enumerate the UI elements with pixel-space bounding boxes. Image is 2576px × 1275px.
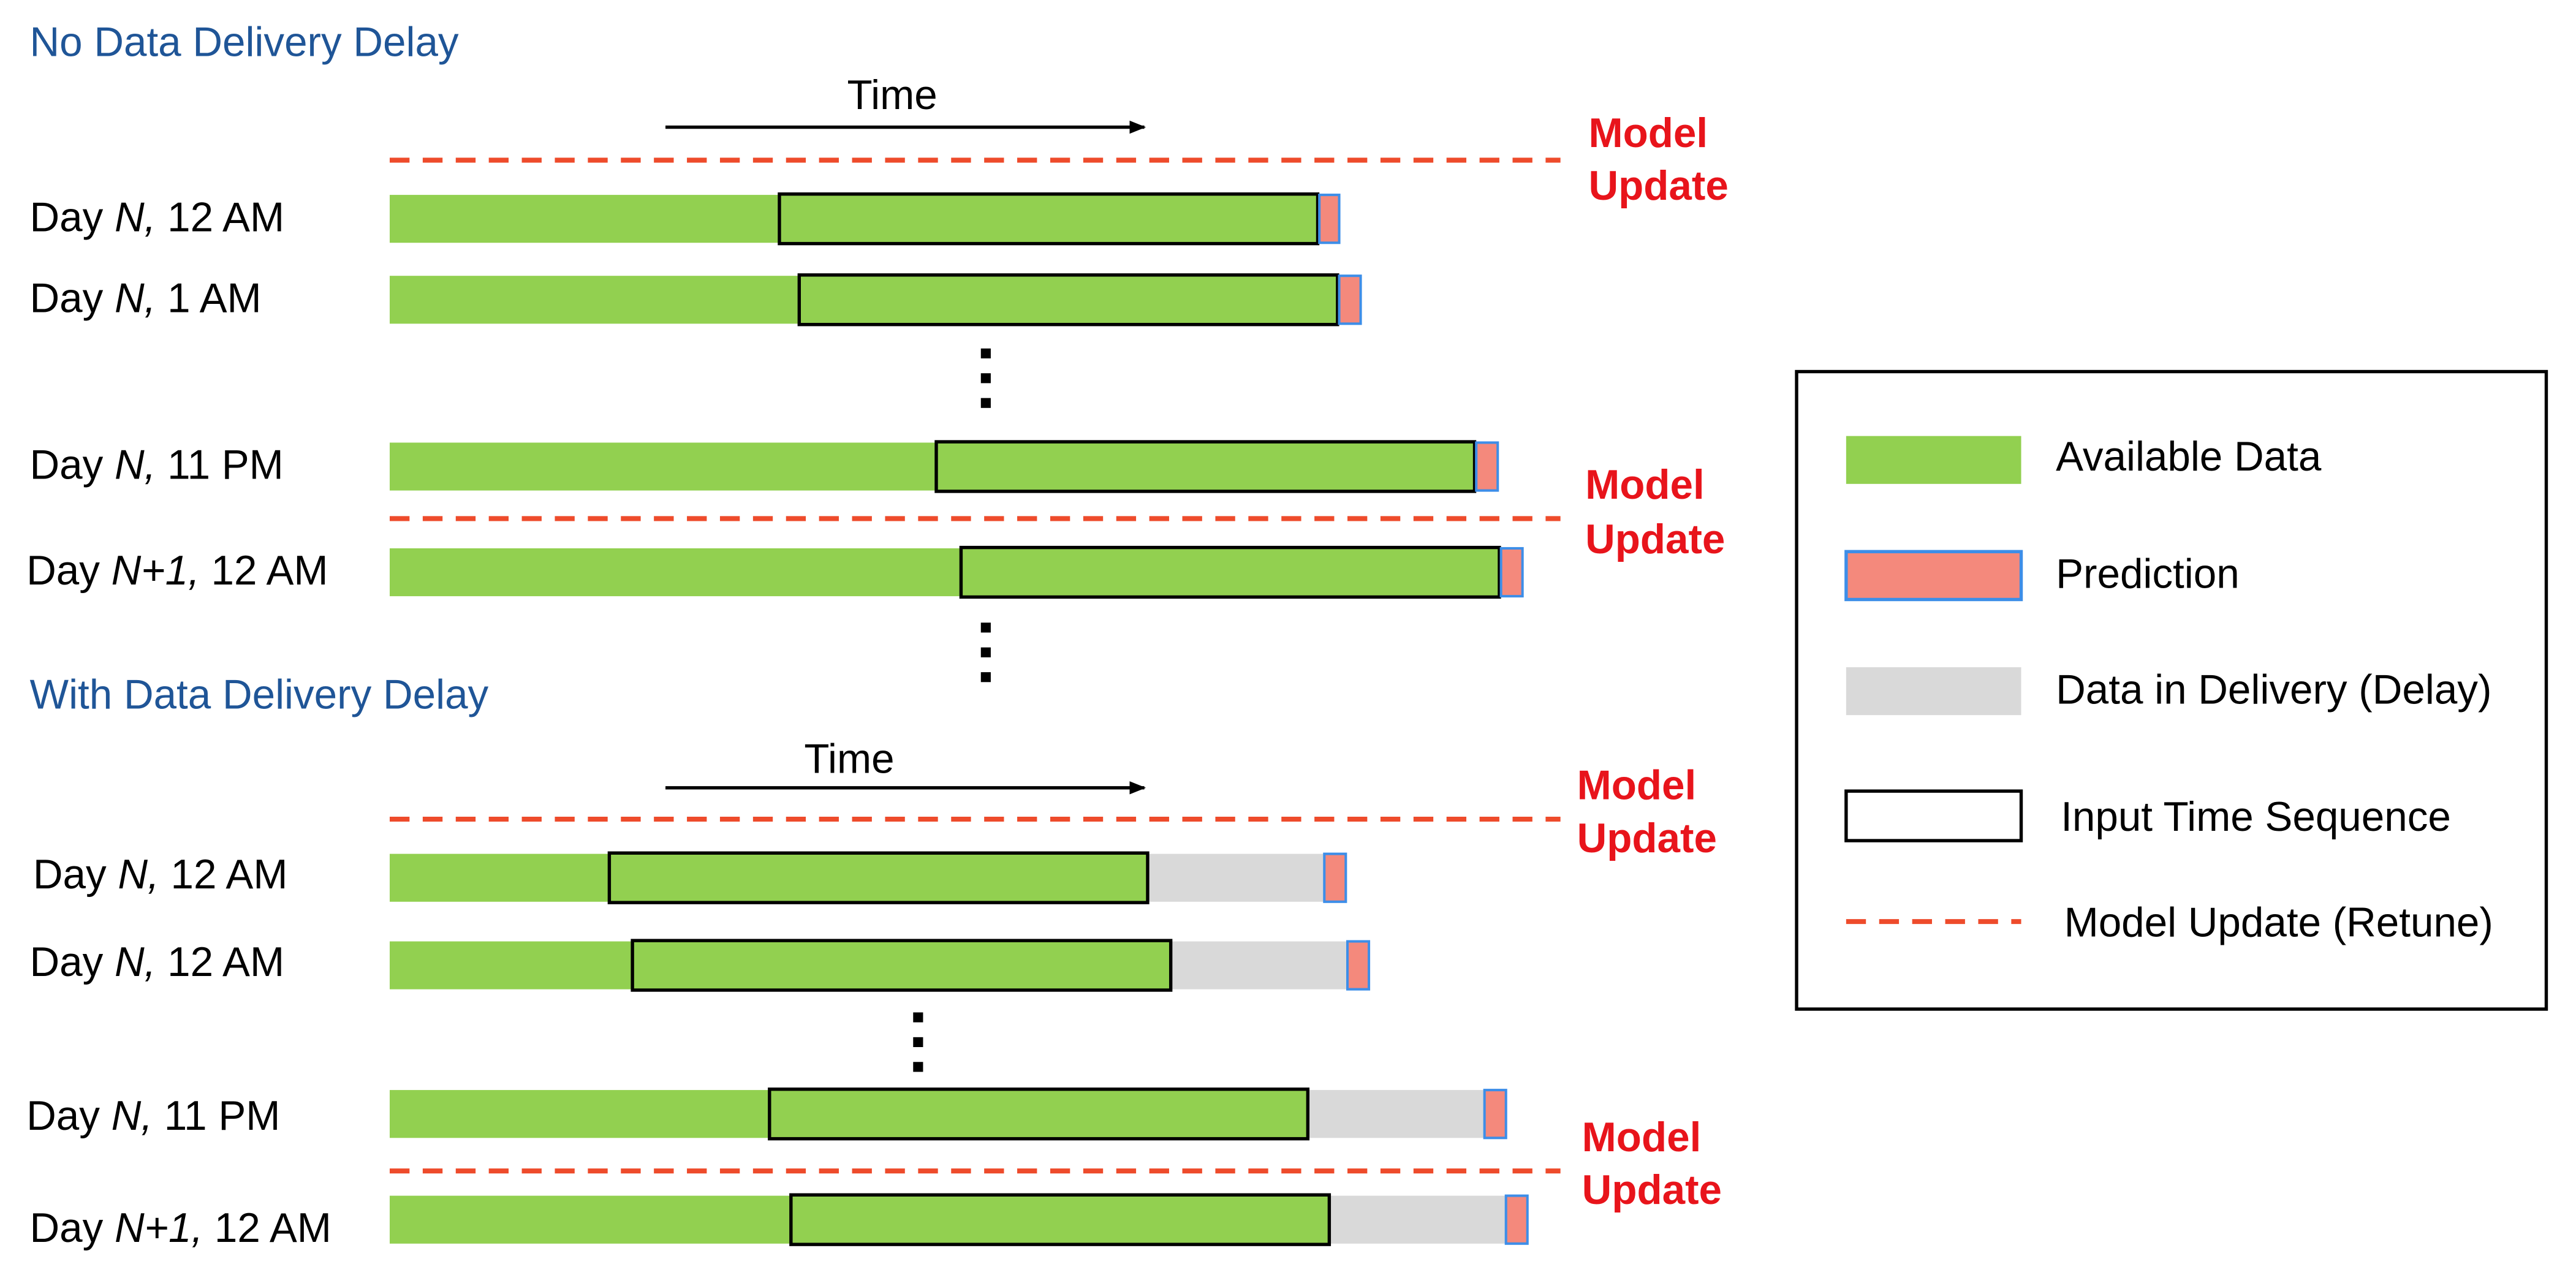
time-label: Time (804, 736, 894, 782)
available-data-bar (389, 1090, 1308, 1138)
timeline-row: Day N, 1 AM (30, 273, 1362, 327)
model-update-label: Model (1585, 462, 1705, 508)
ellipsis-dots (980, 348, 991, 408)
available-data-bar (389, 548, 1501, 597)
available-data-bar (389, 442, 1477, 491)
timeline-row: Day N, 11 PM (30, 440, 1499, 493)
model-update-label: Update (1582, 1167, 1722, 1213)
legend-swatch-available (1846, 436, 2021, 484)
timeline-row: Day N, 12 AM (30, 939, 1371, 992)
prediction-box (1504, 1194, 1529, 1245)
legend-label: Prediction (2056, 551, 2240, 597)
input-time-sequence (789, 1193, 1332, 1246)
row-label: Day N, 12 AM (30, 939, 285, 985)
row-label: Day N, 11 PM (26, 1093, 280, 1139)
time-axis: Time (665, 72, 1146, 134)
legend-item-delay: Data in Delivery (Delay) (1846, 667, 2491, 716)
legend-item-update: Model Update (Retune) (1846, 899, 2493, 945)
timeline-row: Day N+1, 12 AM (26, 545, 1524, 599)
legend: Available Data Prediction Data in Delive… (1795, 369, 2548, 1011)
legend-item-available: Available Data (1846, 434, 2322, 484)
available-data-bar (389, 941, 1171, 989)
timeline-row: Day N, 11 PM (26, 1088, 1507, 1141)
available-data-bar (389, 195, 1318, 243)
legend-label: Available Data (2056, 434, 2322, 480)
model-update-label: Model (1577, 763, 1697, 809)
available-data-bar (389, 276, 1339, 324)
input-time-sequence (778, 192, 1320, 246)
delay-data-bar (1308, 1090, 1485, 1138)
input-time-sequence (768, 1088, 1310, 1141)
legend-swatch-prediction (1844, 550, 2023, 602)
legend-item-prediction: Prediction (1844, 550, 2240, 602)
row-label: Day N, 12 AM (33, 852, 288, 898)
legend-swatch-delay (1846, 667, 2021, 716)
row-label: Day N, 12 AM (30, 194, 285, 240)
legend-label: Data in Delivery (Delay) (2056, 667, 2491, 713)
prediction-box (1475, 441, 1499, 492)
model-update-label: Model (1588, 110, 1708, 156)
legend-label: Input Time Sequence (2061, 794, 2451, 840)
model-update-label: Model (1582, 1114, 1702, 1160)
delay-data-bar (1170, 941, 1348, 989)
prediction-box (1483, 1089, 1507, 1140)
input-time-sequence (631, 939, 1173, 992)
delay-data-bar (1331, 1195, 1508, 1244)
timeline-row: Day N+1, 12 AM (30, 1193, 1529, 1251)
prediction-box (1499, 547, 1524, 598)
model-update-label: Update (1588, 163, 1728, 209)
prediction-box (1323, 852, 1347, 903)
legend-swatch-input (1844, 789, 2023, 842)
section-with-delay: With Data Delivery Delay Time Model Upda… (26, 672, 1722, 1251)
timeline-row: Day N, 12 AM (33, 851, 1347, 904)
model-update-label: Update (1585, 516, 1725, 562)
input-time-sequence (934, 440, 1477, 493)
time-label: Time (847, 72, 937, 118)
prediction-box (1338, 274, 1362, 325)
section-no-delay: No Data Delivery Delay Time Model Update… (26, 20, 1729, 683)
prediction-box (1318, 194, 1341, 244)
timeline-row: Day N, 12 AM (30, 192, 1341, 246)
available-data-bar (389, 853, 1148, 902)
row-label: Day N+1, 12 AM (30, 1205, 331, 1251)
delay-data-bar (1147, 853, 1325, 902)
legend-label: Model Update (Retune) (2064, 899, 2493, 945)
row-label: Day N, 1 AM (30, 275, 262, 321)
model-update-label: Update (1577, 815, 1717, 861)
available-data-bar (389, 1195, 1332, 1244)
input-time-sequence (959, 545, 1501, 599)
row-label: Day N+1, 12 AM (26, 548, 328, 594)
section-title: With Data Delivery Delay (30, 672, 489, 717)
section-title: No Data Delivery Delay (30, 20, 459, 66)
time-axis: Time (665, 736, 1146, 795)
ellipsis-dots (980, 622, 991, 683)
input-time-sequence (607, 851, 1150, 904)
prediction-box (1346, 940, 1371, 991)
row-label: Day N, 11 PM (30, 442, 284, 488)
input-time-sequence (797, 273, 1339, 327)
ellipsis-dots (913, 1012, 923, 1072)
legend-item-input: Input Time Sequence (1844, 789, 2451, 842)
